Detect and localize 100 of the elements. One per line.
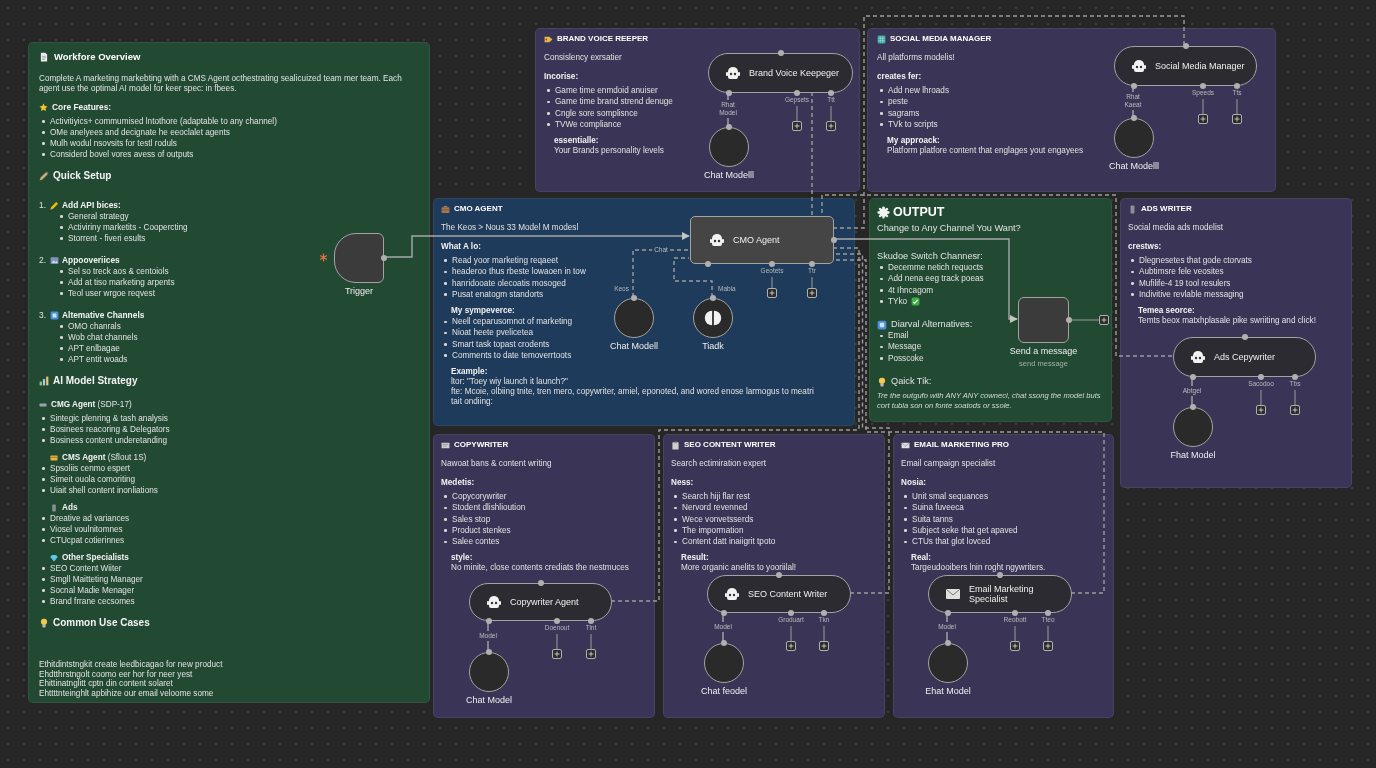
dashed-connector <box>632 249 690 298</box>
list-item: CTUs that glot lovced <box>901 536 991 548</box>
note-title: CMO AGENT <box>454 204 503 214</box>
note-heading: Nosia: <box>901 478 927 488</box>
note-text: fte: Mcoie, olbiing tnite, tren mero, copywriter, amiel, eponoted, and wored enose larmogus to meatri tait ondiing: <box>451 387 815 408</box>
sticky-note <box>28 42 430 703</box>
dashed-connector <box>821 194 1173 357</box>
note-heading: crestws: <box>1128 242 1162 252</box>
list-item: Add at tiso marketing arpents <box>39 277 175 288</box>
node-label: Fhat Model <box>1170 450 1216 461</box>
list-item: Activitiyics+ commumised lntothore (adaptable to any channel) <box>39 116 277 127</box>
dashed-connector <box>811 91 813 216</box>
note-text: Ehttttnteinghlt apbihize our email veloome some <box>39 688 214 698</box>
note-heading: My sympeverce: <box>451 306 515 317</box>
sticky-note <box>867 28 1276 192</box>
note-text: Your Brands personality levels <box>554 146 664 157</box>
node-label: Chat feodel <box>701 686 747 697</box>
node-label: Brand Voice Keepeger <box>749 67 840 79</box>
list-item: Comments to date temoverrtoots <box>441 350 572 362</box>
sticky-note <box>535 28 860 192</box>
list-item: Search hiji flar rest <box>671 491 750 503</box>
sticky-note <box>869 198 1112 422</box>
list-item: Storrent - fiveri esults <box>39 233 146 244</box>
note-heading: Ads <box>62 502 78 513</box>
list-item: Pusat enatogm standorts <box>441 288 544 301</box>
note-heading: Appooveriices <box>62 255 120 266</box>
list-item: Suita tanns <box>901 513 953 525</box>
agent-node <box>1114 46 1257 86</box>
list-item: headeroo thus rbeste lowaoen in tow <box>441 266 586 278</box>
note-title: SOCIAL MEDIA MANAGER <box>890 34 992 44</box>
agent-node <box>469 583 612 621</box>
note-heading: CMG Agent (SDP-17) <box>51 399 132 410</box>
list-item: peste <box>877 96 909 108</box>
node-label: Email Marketing Specialist <box>969 583 1035 605</box>
node-label: SEO Content Writer <box>748 588 828 600</box>
list-item: Mulh wodul nsovsits for testl roduls <box>39 138 177 149</box>
note-text: Temts beox matxhplasale pike swriiting and click! <box>1138 316 1316 327</box>
list-item: Salee contes <box>441 536 500 548</box>
node-label: Chat Modelll <box>704 170 754 181</box>
list-item: Product stenkes <box>441 524 511 537</box>
note-title: Workfore Overview <box>54 50 141 63</box>
list-item: TVk to scripts <box>877 118 938 131</box>
note-heading: Core Features: <box>52 102 112 113</box>
list-item: Nioat heete pvelicetea <box>441 327 534 339</box>
list-number: 2. <box>39 255 47 266</box>
note-heading: My approack: <box>887 136 940 146</box>
list-item: Stodent dlishlioution <box>441 502 526 514</box>
note-text: All platforms modelis! <box>877 53 955 63</box>
list-item: Simeit ouola comoriting <box>39 474 136 485</box>
agent-node <box>1173 337 1316 377</box>
list-item: TVWe compliance <box>544 118 622 131</box>
note-heading: Ness: <box>671 478 694 488</box>
node-label: Social Media Manager <box>1155 60 1245 72</box>
list-item: Subject seke that get apaved <box>901 524 1018 537</box>
note-heading: creates fer: <box>877 72 922 82</box>
list-item: Nervord revenned <box>671 502 748 514</box>
dashed-connector <box>673 257 713 298</box>
list-item: Read yoor marketing reqaeet <box>441 255 559 267</box>
note-heading: essentialle: <box>554 136 599 146</box>
note-text: Complete A marketing markebting with a CMS Agent octhestrating sealicuized team mer team. Each agent use the optimal AI model for keer spec: in fbees. <box>39 74 403 94</box>
note-text: Change to Any Channel You Want? <box>877 223 1021 234</box>
list-item: APT entit woads <box>39 354 128 365</box>
list-item: hanridooate olecoatis mosoged <box>441 277 566 289</box>
list-item: CTUcpat cotierinnes <box>39 535 125 546</box>
list-item: Game time brand strend denuge <box>544 96 673 108</box>
list-item: SEO Content Wiiter <box>39 563 122 574</box>
note-heading: Altemative Channels <box>62 310 145 321</box>
list-item: OMO chanrals <box>39 321 121 332</box>
node-label: Chat Modelll <box>1109 161 1159 172</box>
agent-node <box>707 575 851 613</box>
list-item: Considerd bovel vores avess of outputs <box>39 149 194 160</box>
note-text: Social media ads modelist <box>1128 223 1224 233</box>
node-label: Trigger <box>344 286 374 297</box>
list-item: Smart task topast crodents <box>441 338 550 351</box>
note-text: No minite, close contents crediats the nestmuces <box>451 563 629 574</box>
list-item: Copycorywriter <box>441 491 507 503</box>
list-item: Suina fuveeca <box>901 502 964 514</box>
list-item: Activiriny marketits - Coopercting <box>39 222 188 233</box>
note-title: BRAND VOICE REEPER <box>557 34 649 44</box>
note-heading: Quick Setup <box>53 170 112 182</box>
list-item: APT enlbagae <box>39 343 120 354</box>
list-item: The impormation <box>671 524 744 537</box>
node-label: Ads Cepywriter <box>1214 351 1276 363</box>
list-item: Add nena eeg track poeas <box>877 273 984 285</box>
note-heading: Temea seorce: <box>1138 306 1195 316</box>
note-text: The Keos > Nous 33 Model M modesl <box>441 223 579 233</box>
note-text: Platform platfore content that englages yout engayees <box>887 146 1084 157</box>
sticky-note <box>433 198 855 426</box>
list-item: Bosinees reacoring & Delegators <box>39 424 170 435</box>
node-label: Chat Modell <box>610 341 658 352</box>
list-item: Sintegic plenring & tash analysis <box>39 413 168 424</box>
list-item: Aubtimsre fele veosites <box>1128 266 1224 278</box>
note-text: Targeudooibers lnin roght ngywriters. <box>911 563 1046 574</box>
list-item: sagrams <box>877 107 920 119</box>
list-number: 3. <box>39 310 47 321</box>
list-item: Socnal Madie Menager <box>39 585 135 596</box>
list-item: Decemme netich requocts <box>877 262 984 274</box>
list-item: Neell ceparusomnot of marketing <box>441 316 573 328</box>
sticky-note <box>1120 198 1352 488</box>
list-item: Teol user wrgoe reqvest <box>39 288 155 299</box>
